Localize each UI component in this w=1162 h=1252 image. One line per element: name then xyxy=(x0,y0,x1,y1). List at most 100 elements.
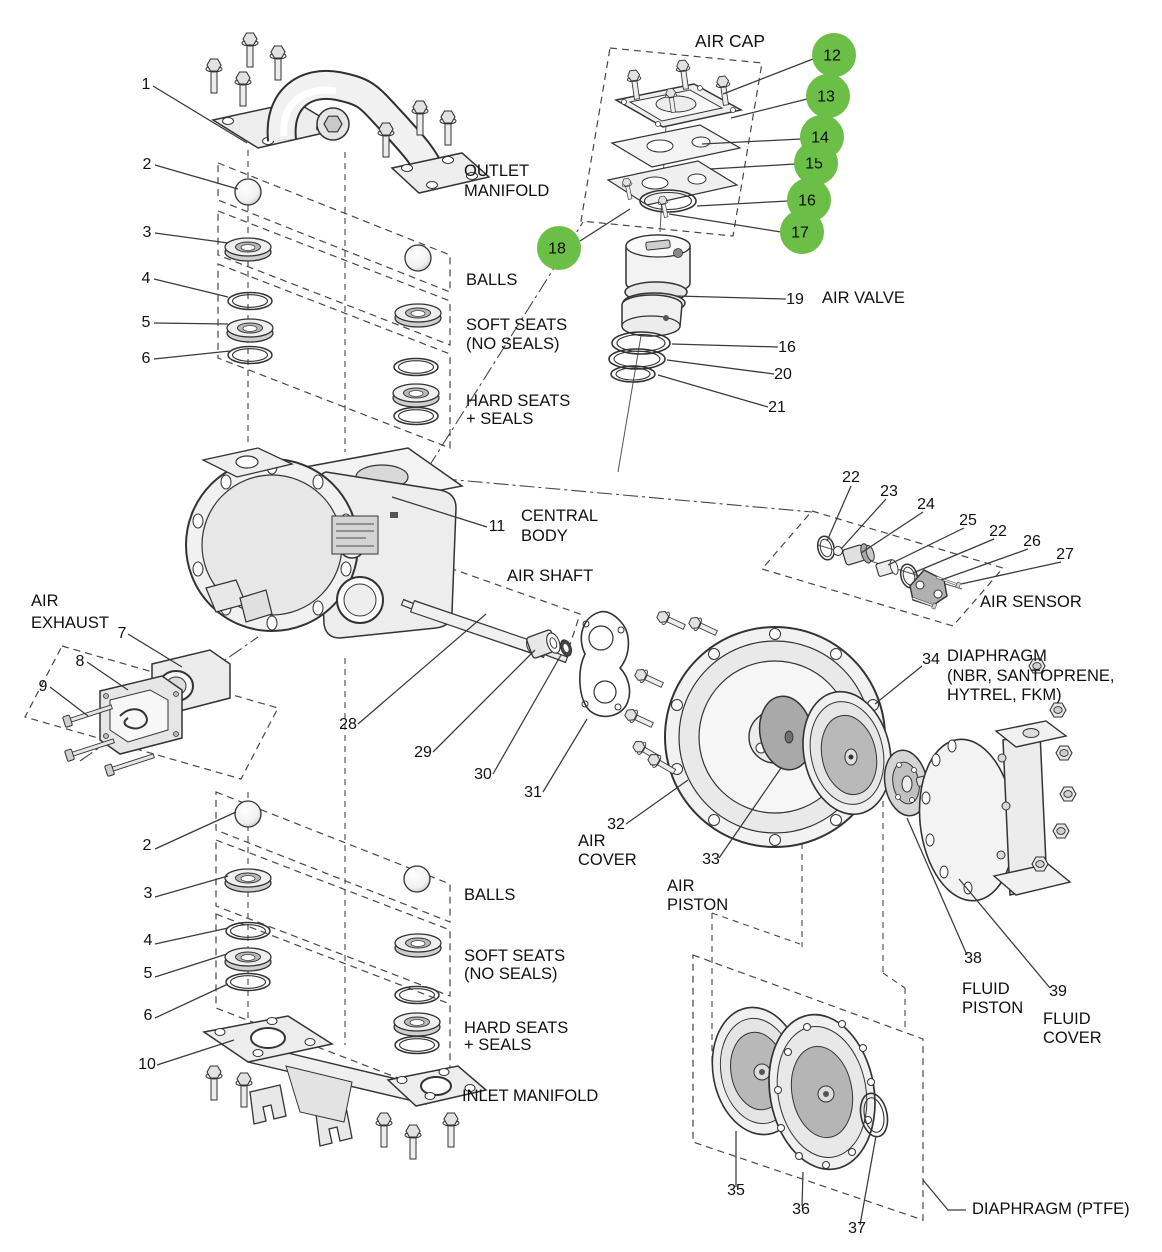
label-hard-seats-bottom-2: + SEALS xyxy=(464,1036,531,1054)
part-number-33: 33 xyxy=(702,851,720,868)
part-number-22: 22 xyxy=(842,469,860,486)
label-balls-top: BALLS xyxy=(466,271,517,289)
label-hard-seats-top-2: + SEALS xyxy=(466,410,533,428)
leader-line xyxy=(153,278,229,298)
label-balls-bottom: BALLS xyxy=(464,886,515,904)
leader-line xyxy=(718,767,782,859)
callout-13[interactable]: 13 xyxy=(806,74,850,118)
part-number-25: 25 xyxy=(959,512,977,529)
leader-line xyxy=(154,232,229,244)
part-number-31: 31 xyxy=(524,784,542,801)
leader-line xyxy=(153,322,229,325)
leader-line xyxy=(960,561,1062,585)
leader-line xyxy=(671,343,779,348)
central-body-drawing xyxy=(185,447,464,639)
part-number-23: 23 xyxy=(880,483,898,500)
air-shaft-parts xyxy=(400,598,573,664)
part-number-labels: 1 2 3 4 5 6 7 8 9 10 11 19 16 20 21 22 2… xyxy=(39,76,1074,1237)
nut-fastener xyxy=(1049,702,1067,718)
callout-number: 17 xyxy=(791,225,809,242)
nut-fastener xyxy=(1031,856,1049,872)
leader-line xyxy=(154,983,229,1019)
seat-part xyxy=(224,947,272,972)
seat-part xyxy=(393,1012,441,1037)
leader-line xyxy=(958,878,1051,989)
callout-12[interactable]: 12 xyxy=(812,33,856,77)
soft-seats-bottom-box xyxy=(215,839,451,997)
nut-fastener xyxy=(1052,823,1070,839)
part-number-21: 21 xyxy=(768,399,786,416)
leader-line xyxy=(49,686,89,717)
part-number-24: 24 xyxy=(917,496,935,513)
label-air-cap: AIR CAP xyxy=(695,31,765,51)
part-number-4: 4 xyxy=(142,270,151,287)
part-number-9: 9 xyxy=(39,678,48,695)
part-number-5b: 5 xyxy=(144,965,153,982)
diaphragm-ptfe-box xyxy=(692,954,924,1221)
soft-seats-top-box xyxy=(217,210,451,346)
air-cap-parts xyxy=(606,59,744,219)
callout-number: 14 xyxy=(811,130,829,147)
leader-line xyxy=(840,498,887,550)
leader-line xyxy=(887,527,965,566)
leader-line xyxy=(657,374,769,408)
ball-part xyxy=(404,244,432,272)
seat-part xyxy=(224,237,272,262)
leader-line xyxy=(722,58,814,95)
part-number-29: 29 xyxy=(414,744,432,761)
part-number-28: 28 xyxy=(339,716,357,733)
part-number-20: 20 xyxy=(774,366,792,383)
leader-line xyxy=(154,811,237,850)
leader-line xyxy=(127,633,183,668)
seat-part xyxy=(224,868,272,893)
part-number-6: 6 xyxy=(142,350,151,367)
part-number-36: 36 xyxy=(792,1201,810,1218)
ball-part xyxy=(403,865,431,893)
label-soft-seats-top-1: SOFT SEATS xyxy=(466,316,567,334)
leader-line xyxy=(391,496,488,528)
hard-seats-bottom-box xyxy=(215,913,451,1099)
part-number-19: 19 xyxy=(786,291,804,308)
balls-bottom-box xyxy=(215,791,451,923)
leader-line xyxy=(153,350,231,360)
nut-fastener xyxy=(1055,745,1073,761)
air-piston-drawing xyxy=(758,695,814,771)
label-air-cover-1: AIR xyxy=(578,832,606,850)
callout-18[interactable]: 18 xyxy=(537,226,581,270)
part-number-4b: 4 xyxy=(144,932,153,949)
label-air-cover-2: COVER xyxy=(578,851,637,869)
leader-line xyxy=(860,511,924,554)
leader-line xyxy=(912,538,995,574)
air-cap-box xyxy=(580,47,763,237)
label-inlet-manifold: INLET MANIFOLD xyxy=(462,1087,598,1105)
leader-line xyxy=(859,1135,877,1226)
part-number-7: 7 xyxy=(118,625,127,642)
nut-fastener xyxy=(1059,786,1077,802)
leader-line xyxy=(492,654,562,775)
part-number-32: 32 xyxy=(607,816,625,833)
label-air-piston-2: PISTON xyxy=(667,896,728,914)
callout-14[interactable]: 14 xyxy=(800,115,844,159)
leader-line xyxy=(156,1039,235,1066)
label-soft-seats-bottom-2: (NO SEALS) xyxy=(464,965,558,983)
callout-16[interactable]: 16 xyxy=(787,178,831,222)
part-number-39: 39 xyxy=(1049,983,1067,1000)
label-diaphragm-ptfe: DIAPHRAGM (PTFE) xyxy=(972,1200,1130,1218)
leader-line xyxy=(668,213,782,233)
highlighted-callouts: 17 16 15 14 13 12 18 xyxy=(537,33,856,270)
part-number-34: 34 xyxy=(922,651,940,668)
air-cover-gasket-drawing xyxy=(579,610,631,718)
label-hard-seats-bottom-1: HARD SEATS xyxy=(464,1019,568,1037)
label-air-shaft: AIR SHAFT xyxy=(507,567,593,585)
part-number-26: 26 xyxy=(1023,533,1041,550)
diaphragm-ptfe-parts xyxy=(711,1006,889,1171)
leader-line xyxy=(922,1179,966,1211)
part-number-3: 3 xyxy=(143,224,152,241)
label-air-valve: AIR VALVE xyxy=(822,289,905,307)
leader-line xyxy=(874,665,923,705)
part-number-16: 16 xyxy=(778,339,796,356)
projection-line xyxy=(711,912,801,945)
part-number-30: 30 xyxy=(474,766,492,783)
leader-line xyxy=(701,138,802,145)
